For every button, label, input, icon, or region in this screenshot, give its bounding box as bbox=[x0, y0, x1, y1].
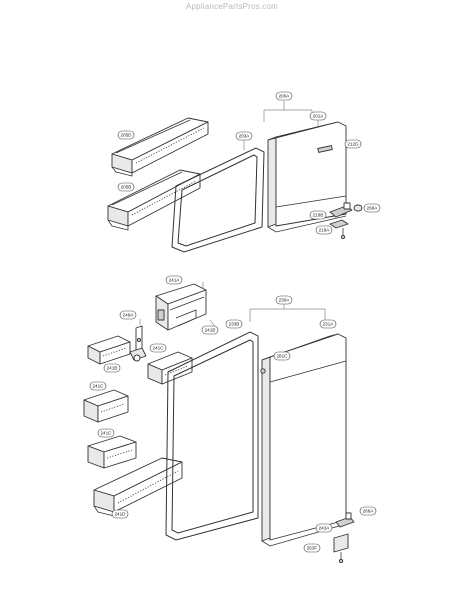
lower-door-assembly bbox=[83, 282, 355, 564]
svg-text:241B: 241B bbox=[107, 366, 118, 371]
svg-text:205B: 205B bbox=[121, 185, 132, 190]
door-bin-241B bbox=[87, 335, 131, 365]
callout-231A: 231A bbox=[319, 319, 337, 329]
callout-263F: 263F bbox=[303, 543, 321, 553]
callout-241B-left: 241B bbox=[103, 363, 121, 373]
door-gasket-203A bbox=[171, 147, 265, 253]
svg-text:241D: 241D bbox=[115, 512, 127, 517]
callout-233B: 233B bbox=[225, 319, 243, 329]
svg-text:200A: 200A bbox=[279, 94, 291, 99]
callout-230A: 230A bbox=[275, 295, 293, 305]
lower-hinge-266A bbox=[333, 512, 355, 564]
callout-218A: 218A bbox=[315, 225, 333, 235]
callout-201A: 201A bbox=[309, 111, 327, 121]
svg-text:241C: 241C bbox=[93, 384, 105, 389]
svg-text:218A: 218A bbox=[319, 228, 331, 233]
callout-205D: 205D bbox=[117, 130, 135, 140]
svg-text:268A: 268A bbox=[367, 206, 379, 211]
callout-241B-top: 241B bbox=[201, 325, 219, 335]
door-gasket-233B bbox=[165, 331, 259, 541]
door-bin-241C-b bbox=[83, 389, 129, 423]
upper-door-assembly bbox=[107, 101, 363, 253]
svg-text:241C: 241C bbox=[101, 431, 113, 436]
door-bin-241C-a bbox=[147, 351, 193, 385]
callout-241C-b: 241C bbox=[89, 381, 107, 391]
callout-212G: 212G bbox=[344, 139, 362, 149]
svg-text:249A: 249A bbox=[123, 313, 135, 318]
svg-text:205D: 205D bbox=[121, 133, 133, 138]
svg-text:241C: 241C bbox=[153, 346, 165, 351]
door-shelf-205B bbox=[107, 169, 201, 231]
refrigerator-door-231A bbox=[260, 333, 347, 547]
svg-text:243A: 243A bbox=[319, 526, 331, 531]
callout-203A: 203A bbox=[235, 131, 253, 141]
svg-text:233B: 233B bbox=[229, 322, 240, 327]
callout-205B: 205B bbox=[117, 182, 135, 192]
hinge-218B bbox=[329, 202, 363, 240]
callout-249A: 249A bbox=[119, 310, 137, 320]
callout-241C-a: 241C bbox=[149, 343, 167, 353]
svg-text:230A: 230A bbox=[279, 298, 291, 303]
svg-text:231A: 231A bbox=[323, 322, 335, 327]
dairy-bin-241A bbox=[155, 283, 207, 331]
svg-text:201A: 201A bbox=[313, 114, 325, 119]
callout-243A: 243A bbox=[315, 523, 333, 533]
svg-text:212G: 212G bbox=[347, 142, 359, 147]
svg-text:266A: 266A bbox=[363, 509, 375, 514]
svg-text:263F: 263F bbox=[307, 546, 318, 551]
svg-text:241B: 241B bbox=[205, 328, 216, 333]
bracket-249A bbox=[129, 325, 147, 362]
door-bin-241C-c bbox=[87, 435, 137, 469]
watermark: AppliancePartsPros.com bbox=[186, 2, 278, 11]
callout-241A: 241A bbox=[165, 275, 183, 285]
freezer-door-201A bbox=[267, 121, 347, 233]
callout-241C-c: 241C bbox=[97, 428, 115, 438]
svg-text:218B: 218B bbox=[313, 213, 324, 218]
svg-text:241A: 241A bbox=[169, 278, 181, 283]
svg-text:281C: 281C bbox=[277, 354, 289, 359]
door-shelf-241D bbox=[93, 457, 183, 517]
callout-241D: 241D bbox=[111, 509, 129, 519]
callout-218B: 218B bbox=[309, 210, 327, 220]
door-shelf-205D bbox=[111, 117, 209, 177]
callout-266A: 266A bbox=[359, 506, 377, 516]
callout-268A: 268A bbox=[363, 203, 381, 213]
callout-281C: 281C bbox=[273, 351, 291, 361]
callout-200A: 200A bbox=[275, 91, 293, 101]
svg-text:203A: 203A bbox=[239, 134, 251, 139]
